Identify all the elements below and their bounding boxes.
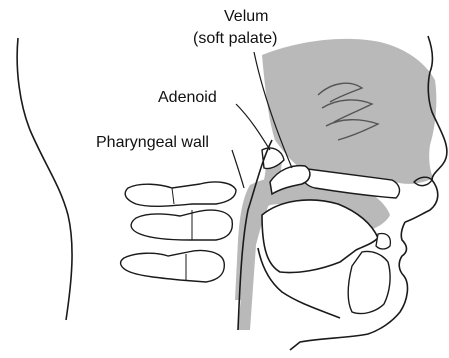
adenoid-label: Adenoid: [158, 89, 217, 107]
nasal-cavity-region: [262, 39, 436, 184]
vertebra-1: [125, 182, 236, 206]
pharyngeal-wall-leader-line: [232, 150, 244, 188]
mandible: [348, 251, 390, 313]
cervical-vertebrae: [121, 182, 236, 282]
pharyngeal-wall-label: Pharyngeal wall: [96, 134, 209, 152]
vertebra-2: [131, 210, 232, 240]
neck-back-outline: [17, 38, 72, 320]
soft-palate-label: (soft palate): [193, 30, 277, 48]
vertebra-3: [121, 250, 225, 282]
adenoid-leader-line: [236, 104, 270, 150]
velum-label: Velum: [224, 8, 268, 26]
upper-tooth: [376, 234, 390, 250]
